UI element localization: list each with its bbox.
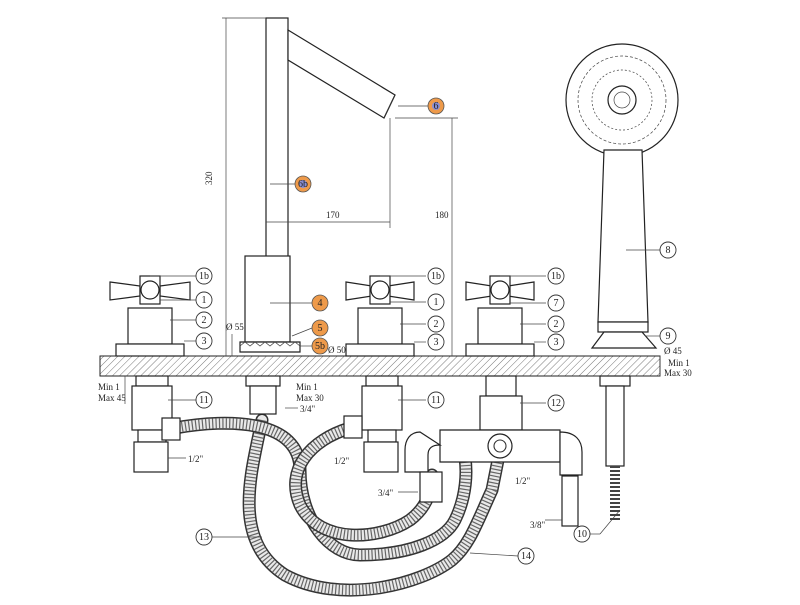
callout-14: 14 (517, 547, 535, 565)
hose-13 (242, 413, 505, 597)
svg-text:3: 3 (202, 336, 207, 347)
svg-text:13: 13 (199, 532, 209, 543)
svg-text:3: 3 (434, 337, 439, 348)
dim-dia-50: Ø 50 (328, 345, 346, 355)
dim-180: 180 (435, 210, 449, 220)
callout-1b-left: 1b (195, 267, 213, 285)
callout-12: 12 (547, 394, 565, 412)
svg-text:9: 9 (666, 331, 671, 342)
dim-min1-right: Min 1 (668, 358, 690, 368)
dim-min1-mid: Min 1 (296, 382, 318, 392)
callout-8: 8 (659, 241, 677, 259)
callout-2-center: 2 (427, 315, 445, 333)
svg-text:2: 2 (202, 315, 207, 326)
dim-thread-12-mid: 1/2" (334, 456, 350, 466)
dim-thread-38: 3/8" (530, 520, 546, 530)
svg-text:1: 1 (434, 297, 439, 308)
valve-diverter (404, 275, 583, 527)
svg-text:12: 12 (551, 398, 561, 409)
dim-thread-12-right: 1/2" (515, 476, 531, 486)
spout-base (244, 255, 291, 343)
valve-left (109, 275, 191, 473)
callout-5: 5 (311, 319, 329, 337)
svg-text:4: 4 (318, 298, 323, 309)
callout-2-left: 2 (195, 311, 213, 329)
callout-3-left: 3 (195, 332, 213, 350)
svg-text:2: 2 (434, 319, 439, 330)
svg-text:6: 6 (434, 101, 439, 112)
svg-text:1b: 1b (431, 271, 441, 282)
svg-text:1b: 1b (199, 271, 209, 282)
hose-14 (168, 416, 473, 562)
dim-320: 320 (204, 171, 214, 185)
spout-dimensions: 320 170 180 Ø 55 Ø 50 (204, 17, 458, 356)
dim-max30-mid: Max 30 (296, 393, 324, 403)
dim-max45-left: Max 45 (98, 393, 126, 403)
spout (239, 17, 396, 353)
callout-3-center: 3 (427, 333, 445, 351)
dim-dia-45: Ø 45 (664, 346, 682, 356)
svg-text:10: 10 (577, 529, 587, 540)
dim-thread-34-top: 3/4" (300, 404, 316, 414)
callout-1-left: 1 (195, 291, 213, 309)
callout-6b: 6b (294, 175, 312, 193)
callout-11-left: 11 (195, 391, 213, 409)
svg-text:6b: 6b (298, 179, 308, 190)
hose-right (289, 421, 439, 542)
svg-text:5b: 5b (315, 341, 325, 352)
svg-text:7: 7 (554, 298, 559, 309)
deck-section (99, 355, 661, 377)
svg-text:14: 14 (521, 551, 531, 562)
spout-connection (245, 375, 281, 415)
callout-10: 10 (573, 525, 591, 543)
dim-max30-right: Max 30 (664, 368, 692, 378)
callout-2-right: 2 (547, 315, 565, 333)
callout-1b-right: 1b (547, 267, 565, 285)
callout-4: 4 (311, 294, 329, 312)
callout-3-right: 3 (547, 333, 565, 351)
svg-text:11: 11 (431, 395, 441, 406)
callout-9: 9 (659, 327, 677, 345)
dim-dia-55: Ø 55 (226, 322, 244, 332)
svg-text:11: 11 (199, 395, 209, 406)
callout-13: 13 (195, 528, 213, 546)
callout-7: 7 (547, 294, 565, 312)
svg-text:1b: 1b (551, 271, 561, 282)
callout-6: 6 (427, 97, 445, 115)
svg-text:5: 5 (318, 323, 323, 334)
svg-text:8: 8 (666, 245, 671, 256)
callout-11-center: 11 (427, 391, 445, 409)
callout-1b-center: 1b (427, 267, 445, 285)
dim-thread-34-low: 3/4" (378, 488, 394, 498)
valve-center (343, 275, 415, 473)
shower-dimensions: Ø 45 Min 1 Max 30 (659, 346, 692, 378)
svg-text:1: 1 (202, 295, 207, 306)
callout-5b: 5b (311, 337, 329, 355)
svg-text:3: 3 (554, 337, 559, 348)
leader-lines (150, 105, 660, 557)
svg-text:2: 2 (554, 319, 559, 330)
callout-1-center: 1 (427, 293, 445, 311)
dim-thread-12-left: 1/2" (188, 454, 204, 464)
dim-170: 170 (326, 210, 340, 220)
dim-min1-left: Min 1 (98, 382, 120, 392)
hand-shower (565, 43, 679, 520)
